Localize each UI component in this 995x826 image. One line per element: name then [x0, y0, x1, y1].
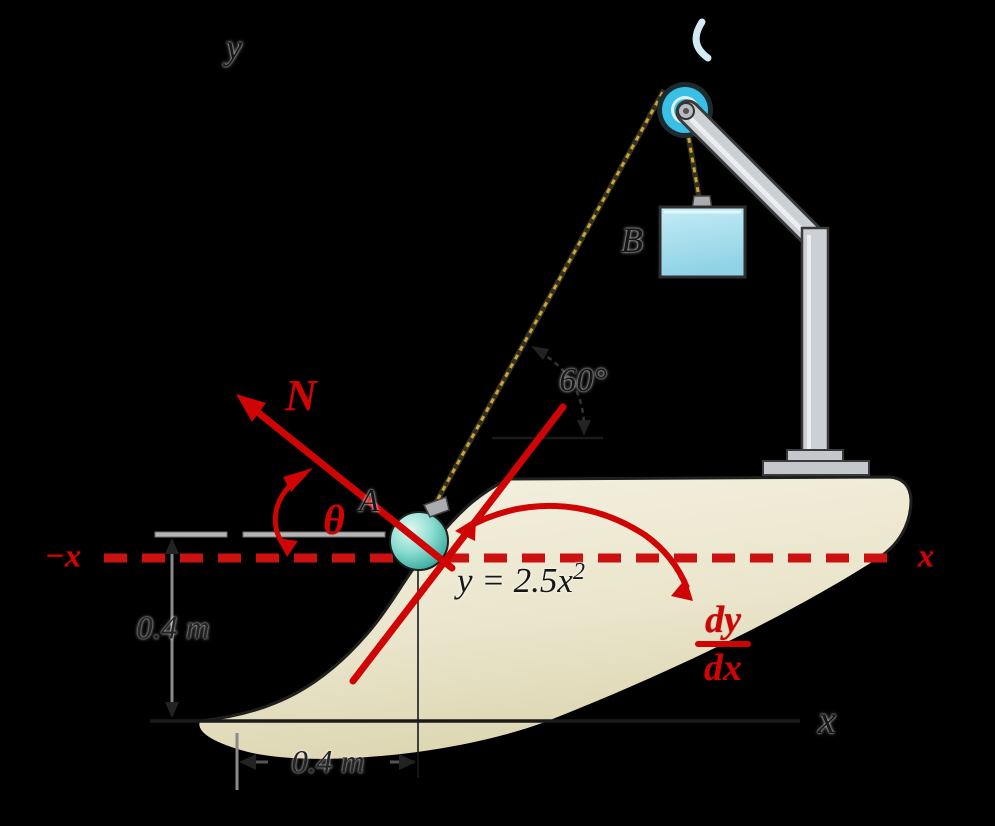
- block-label: B: [621, 220, 643, 260]
- terrain: [198, 475, 913, 759]
- theta-label: θ: [323, 498, 345, 544]
- normal-force-arrow: [236, 394, 456, 572]
- normal-force-label: N: [285, 371, 317, 420]
- curve-equation: y = 2.5x2: [457, 560, 585, 598]
- slope-dy: dy: [705, 599, 741, 641]
- hanging-rope: [684, 127, 703, 204]
- vertical-dimension: [165, 538, 179, 718]
- slope-arc-arrow: [455, 502, 693, 601]
- angle-60-label: 60°: [559, 362, 607, 399]
- slope-fraction-label: dy dx: [695, 601, 751, 687]
- tangent-line: [349, 403, 567, 685]
- vertical-dimension-label: 0.4 m: [136, 610, 210, 647]
- horizontal-reference-line: [154, 531, 386, 538]
- x-axis-left-label: −x: [44, 538, 82, 575]
- horizontal-dimension: [235, 733, 416, 790]
- x-axis-right-label: x: [917, 538, 935, 575]
- curve-equation-exponent: 2: [572, 559, 585, 586]
- angle-60-arc: [539, 350, 586, 426]
- horizontal-dimension-label: 0.4 m: [291, 744, 365, 781]
- fraction-bar: [695, 641, 751, 647]
- decorative-curl: [692, 18, 712, 62]
- crane-post: [800, 226, 830, 462]
- cable: [430, 88, 667, 510]
- point-a-label: A: [359, 482, 379, 518]
- slope-dx: dx: [704, 647, 742, 689]
- block-b: [658, 195, 747, 279]
- rope-clamp: [422, 496, 450, 518]
- x-axis-bottom-label: x: [818, 697, 836, 742]
- y-axis-label: y: [226, 27, 242, 67]
- theta-arc-arrow: [272, 468, 313, 557]
- curve-equation-base: y = 2.5x: [457, 560, 573, 600]
- angle-60-construction: [492, 346, 603, 440]
- crane-frame: [675, 99, 870, 476]
